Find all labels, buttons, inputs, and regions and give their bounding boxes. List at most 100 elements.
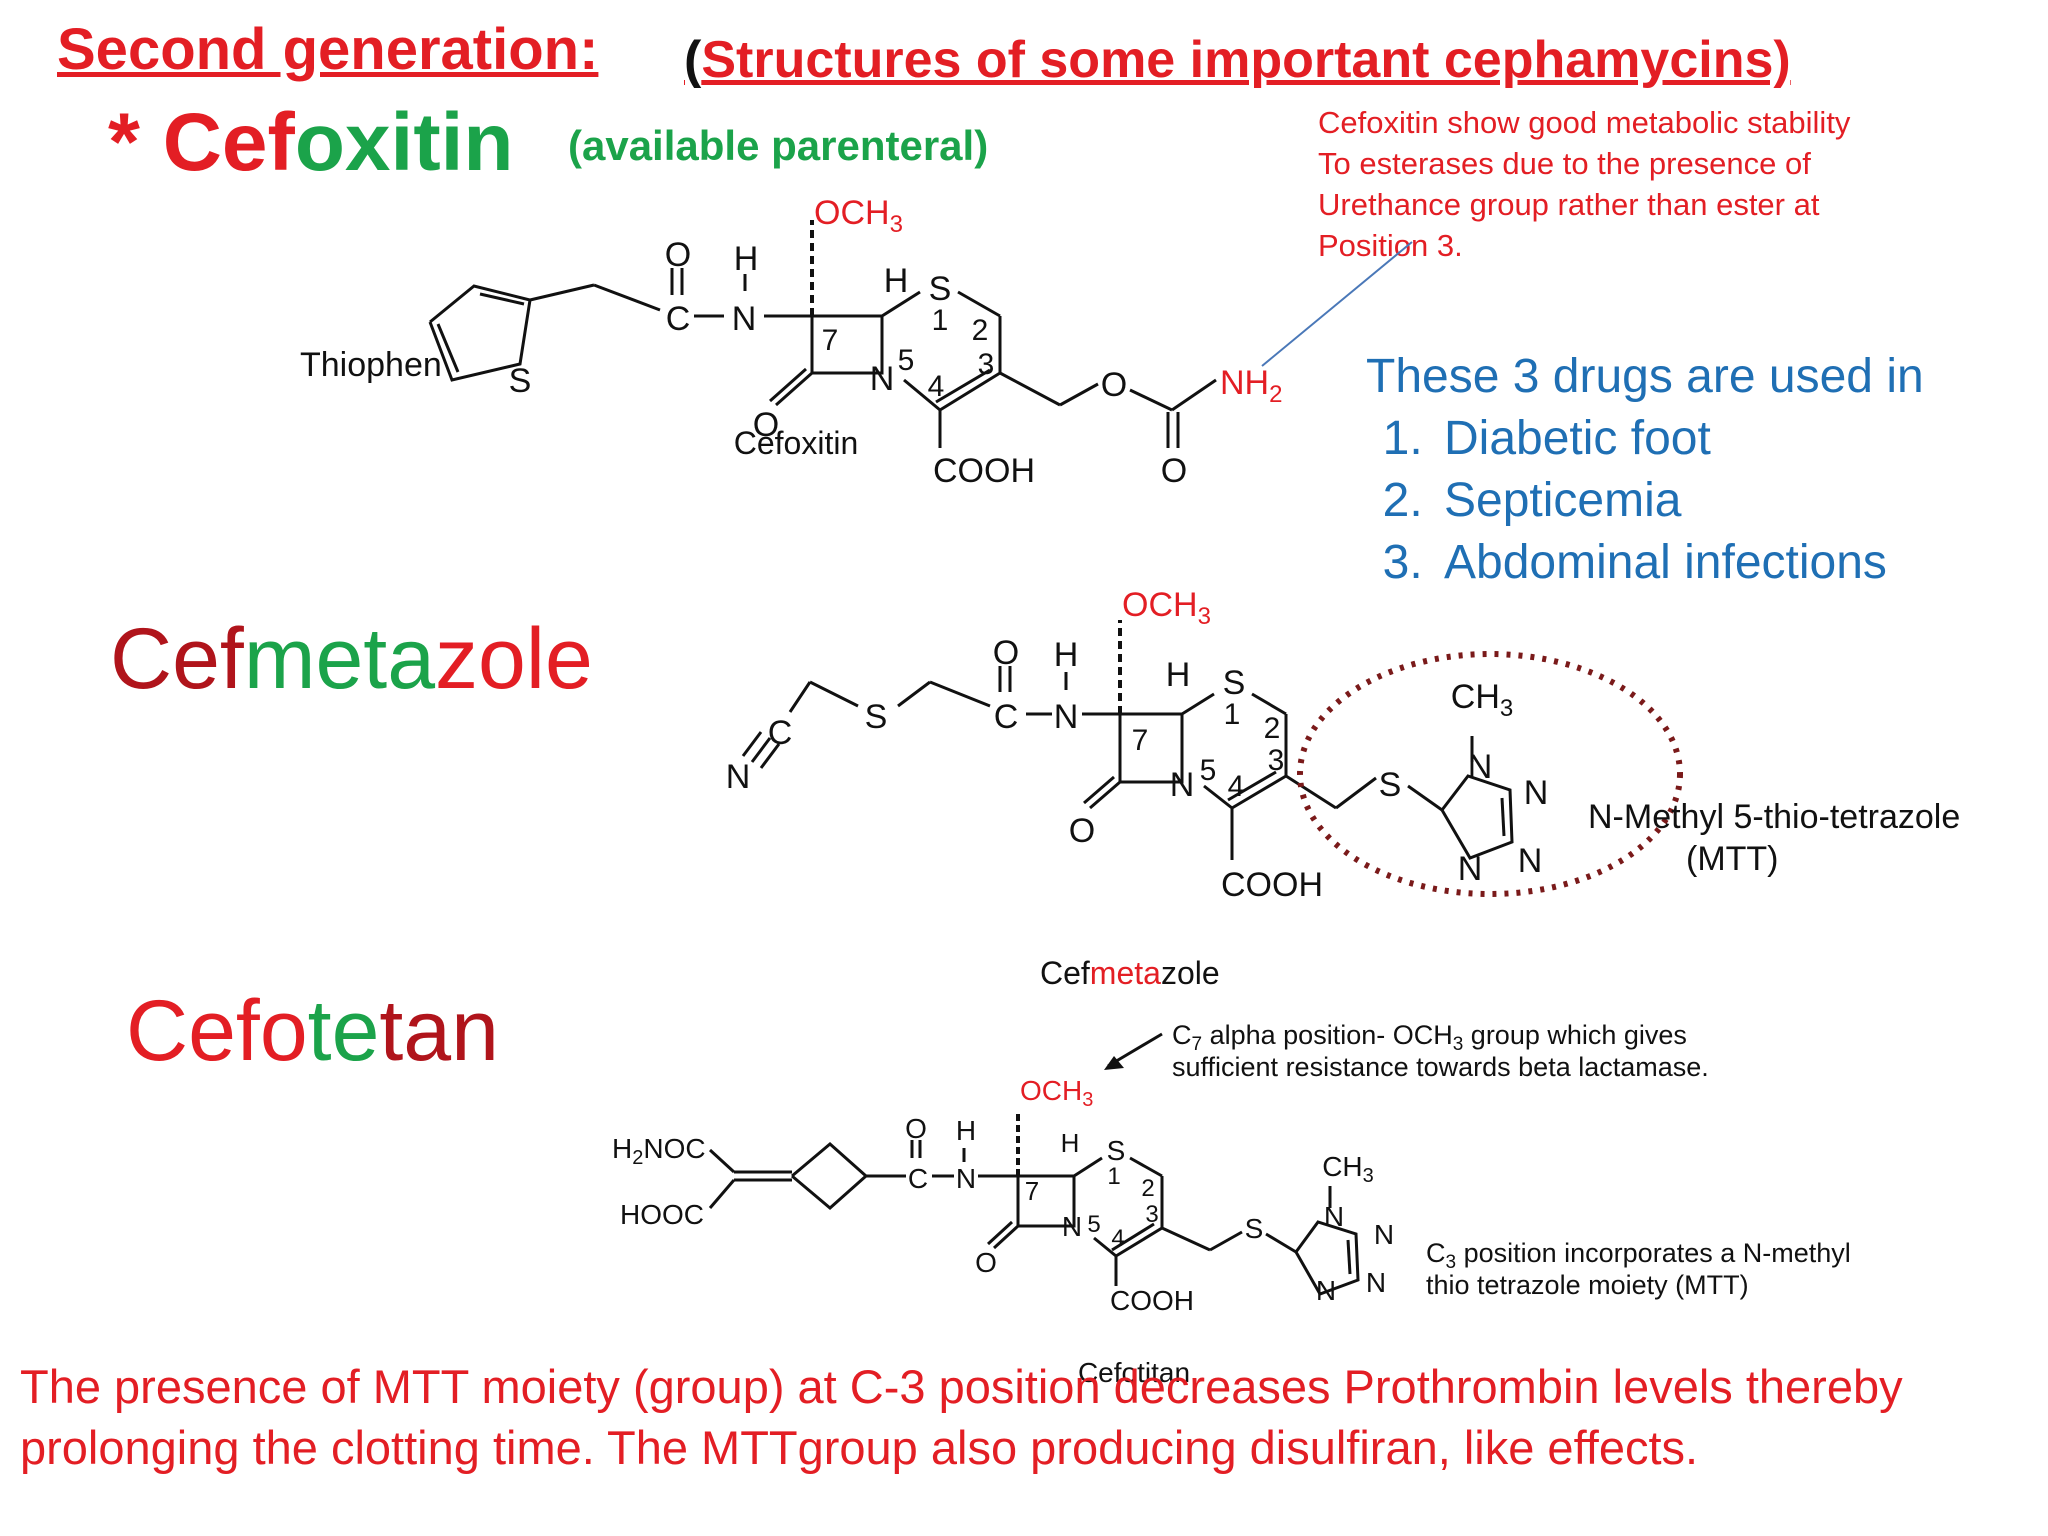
svg-text:H: H <box>734 240 759 278</box>
svg-text:O: O <box>993 634 1019 672</box>
cefotetan-heading: Cefotetan <box>126 982 499 1081</box>
c3-note-line2: thio tetrazole moiety (MTT) <box>1426 1270 1749 1300</box>
bullet-star: * <box>108 97 163 188</box>
svg-text:3: 3 <box>1145 1201 1158 1228</box>
svg-text:5: 5 <box>898 344 915 377</box>
svg-text:C: C <box>666 300 691 338</box>
svg-text:C: C <box>908 1163 928 1194</box>
mtt-label-2: (MTT) <box>1686 840 1779 878</box>
note-pointer-line <box>1261 241 1413 367</box>
svg-text:N: N <box>870 360 895 398</box>
note-line: Urethance group rather than ester at <box>1318 187 1820 222</box>
cefmetazole-part-b: meta <box>243 611 436 707</box>
mtt-label-1: N-Methyl 5-thio-tetrazole <box>1588 798 1960 836</box>
svg-text:7: 7 <box>1132 724 1149 757</box>
svg-text:C: C <box>994 698 1019 736</box>
svg-text:N: N <box>1324 1201 1344 1232</box>
cefoxitin-part-c: itin <box>390 97 514 188</box>
svg-text:S: S <box>1223 664 1246 702</box>
svg-text:NH2: NH2 <box>1220 364 1282 408</box>
use-item: Diabetic foot <box>1436 408 1924 470</box>
svg-text:3: 3 <box>978 348 995 381</box>
cefotetan-structure <box>708 1110 1360 1296</box>
svg-text:4: 4 <box>1111 1225 1124 1252</box>
svg-text:O: O <box>753 406 779 444</box>
svg-text:N: N <box>1366 1267 1386 1298</box>
svg-text:H: H <box>956 1115 976 1146</box>
c7-note-line2: sufficient resistance towards beta lacta… <box>1172 1052 1709 1082</box>
use-item: Abdominal infections <box>1436 532 1924 594</box>
cefoxitin-part-a: Cef <box>162 97 295 188</box>
svg-text:H: H <box>1054 636 1079 674</box>
svg-text:OCH3: OCH3 <box>814 194 903 238</box>
svg-text:N: N <box>1054 698 1079 736</box>
subtitle-text: Structures of some important cephamycins… <box>701 31 1791 89</box>
svg-text:5: 5 <box>1087 1211 1100 1238</box>
cefoxitin-structure <box>428 220 1217 448</box>
cefmetazole-structure <box>741 620 1514 860</box>
uses-list: These 3 drugs are used in Diabetic foot … <box>1366 346 1924 594</box>
cefoxitin-stability-note: Cefoxitin show good metabolic stability … <box>1318 102 1850 266</box>
note-line: To esterases due to the presence of <box>1318 146 1811 181</box>
svg-text:N: N <box>726 758 751 796</box>
svg-text:O: O <box>665 236 691 274</box>
svg-text:O: O <box>1069 812 1095 850</box>
svg-text:S: S <box>1107 1135 1126 1166</box>
svg-text:H: H <box>1061 1128 1080 1158</box>
svg-text:S: S <box>865 698 888 736</box>
cefoxitin-heading: * Cefoxitin <box>108 96 514 190</box>
svg-text:COOH: COOH <box>1221 866 1323 904</box>
subtitle-paren: ( <box>684 31 702 89</box>
svg-text:O: O <box>975 1247 997 1278</box>
svg-text:HOOC: HOOC <box>620 1199 704 1230</box>
availability-note: (available parenteral) <box>568 122 989 169</box>
svg-text:2: 2 <box>972 314 989 347</box>
cefoxitin-part-b: ox <box>294 97 391 188</box>
svg-text:OCH3: OCH3 <box>1020 1075 1093 1111</box>
cefmetazole-part-c: zole <box>435 611 593 707</box>
svg-text:O: O <box>905 1113 927 1144</box>
svg-text:N: N <box>1518 842 1543 880</box>
svg-text:S: S <box>929 270 952 308</box>
cefotetan-part-b: te <box>307 983 380 1079</box>
svg-text:7: 7 <box>822 324 839 357</box>
svg-text:N: N <box>1468 748 1493 786</box>
svg-text:N: N <box>1062 1211 1082 1242</box>
svg-text:3: 3 <box>1268 744 1285 777</box>
svg-text:7: 7 <box>1025 1176 1039 1206</box>
svg-text:COOH: COOH <box>1110 1285 1194 1316</box>
svg-text:N: N <box>956 1163 976 1194</box>
svg-text:O: O <box>1161 452 1187 490</box>
use-item: Septicemia <box>1436 470 1924 532</box>
cefotetan-part-c: tan <box>379 983 499 1079</box>
note-line: Cefoxitin show good metabolic stability <box>1318 105 1851 140</box>
svg-text:N: N <box>1170 766 1195 804</box>
svg-text:O: O <box>1101 366 1127 404</box>
svg-text:1: 1 <box>932 304 949 337</box>
uses-intro: These 3 drugs are used in <box>1366 350 1924 403</box>
thiophen-label: Thiophen <box>300 346 442 384</box>
cefotetan-struct-label: Cefotitan <box>1078 1357 1190 1388</box>
svg-text:5: 5 <box>1200 754 1217 787</box>
svg-text:H2NOC: H2NOC <box>612 1133 706 1169</box>
svg-text:S: S <box>1245 1213 1264 1244</box>
c3-note-line1: C3 position incorporates a N-methyl <box>1426 1238 1851 1273</box>
svg-text:S: S <box>509 362 532 400</box>
svg-text:N: N <box>1374 1219 1394 1250</box>
svg-text:N: N <box>732 300 757 338</box>
cefmetazole-heading: Cefmetazole <box>110 610 593 709</box>
svg-text:H: H <box>1166 656 1191 694</box>
svg-text:1: 1 <box>1107 1163 1120 1190</box>
svg-text:4: 4 <box>1228 770 1245 803</box>
note-line: Position 3. <box>1318 228 1463 263</box>
svg-text:OCH3: OCH3 <box>1122 586 1211 630</box>
bottom-mtt-note: The presence of MTT moiety (group) at C-… <box>20 1360 1903 1474</box>
cefmetazole-struct-label: Cefmetazole <box>1040 955 1220 991</box>
cefotetan-part-a: Cefo <box>126 983 308 1079</box>
svg-text:COOH: COOH <box>933 452 1035 490</box>
cefoxitin-struct-label: Cefoxitin <box>734 425 859 461</box>
svg-text:H: H <box>884 262 909 300</box>
svg-text:1: 1 <box>1224 698 1241 731</box>
svg-text:CH3: CH3 <box>1451 678 1513 722</box>
